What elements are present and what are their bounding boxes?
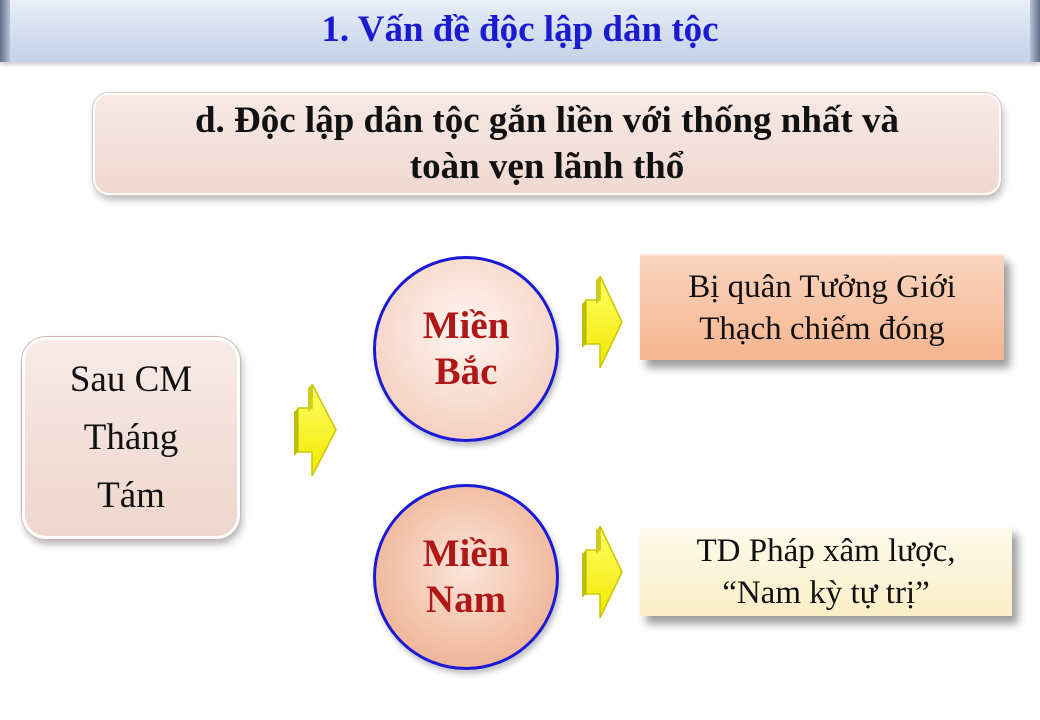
north-detail-line-2: Thạch chiếm đóng — [699, 311, 945, 347]
right-arrow-icon — [582, 525, 623, 619]
south-detail-line-1: TD Pháp xâm lược, — [696, 533, 956, 569]
south-detail-line-2: “Nam kỳ tự trị” — [722, 575, 930, 611]
south-detail-text: TD Pháp xâm lược, “Nam kỳ tự trị” — [697, 530, 956, 614]
region-south-circle: Miền Nam — [373, 484, 559, 670]
subtitle-text: d. Độc lập dân tộc gắn liền với thống nh… — [117, 98, 977, 190]
region-north-label: Miền Bắc — [396, 303, 536, 395]
right-arrow-icon — [582, 275, 623, 369]
source-text: Sau CM Tháng Tám — [46, 351, 216, 525]
region-south-line-1: Miền — [422, 532, 510, 575]
region-south-line-2: Nam — [425, 578, 507, 621]
region-south-label: Miền Nam — [396, 531, 536, 623]
north-detail-box: Bị quân Tưởng Giới Thạch chiếm đóng — [640, 254, 1004, 360]
source-line-1: Sau CM — [69, 359, 193, 400]
subtitle-box: d. Độc lập dân tộc gắn liền với thống nh… — [93, 93, 1001, 195]
source-line-3: Tám — [97, 475, 165, 516]
region-north-line-1: Miền — [422, 304, 510, 347]
subtitle-line-1: d. Độc lập dân tộc gắn liền với thống nh… — [194, 100, 900, 141]
region-north-line-2: Bắc — [434, 350, 498, 393]
page-title: 1. Vấn đề độc lập dân tộc — [321, 9, 719, 50]
north-detail-line-1: Bị quân Tưởng Giới — [688, 269, 956, 305]
subtitle-line-2: toàn vẹn lãnh thổ — [409, 146, 685, 187]
right-arrow-icon — [294, 383, 337, 477]
region-north-circle: Miền Bắc — [373, 256, 559, 442]
title-banner: 1. Vấn đề độc lập dân tộc — [0, 0, 1040, 62]
source-line-2: Tháng — [83, 417, 179, 458]
south-detail-box: TD Pháp xâm lược, “Nam kỳ tự trị” — [640, 526, 1012, 616]
source-box: Sau CM Tháng Tám — [22, 337, 240, 539]
north-detail-text: Bị quân Tưởng Giới Thạch chiếm đóng — [688, 266, 956, 350]
